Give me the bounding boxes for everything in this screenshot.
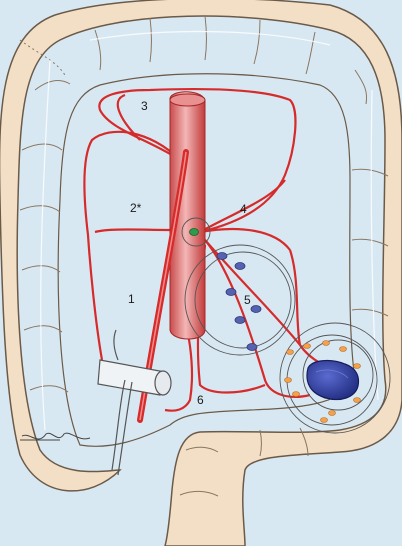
arcade-2b [116, 93, 141, 141]
artist-signature [20, 432, 91, 441]
lymph-nodes-blue [216, 252, 262, 351]
tumor [306, 359, 360, 401]
label-2: 2* [130, 201, 142, 215]
arcade-left-middle [94, 228, 181, 234]
arcade-2 [83, 130, 181, 361]
label-4: 4 [240, 202, 247, 216]
label-6: 6 [197, 393, 204, 407]
label-1: 1 [128, 292, 135, 306]
label-5: 5 [244, 293, 251, 307]
haustra-folds [19, 15, 389, 497]
taenia-line [40, 30, 379, 431]
arcade-4 [199, 179, 291, 251]
sentinel-node [189, 228, 199, 236]
label-3: 3 [141, 99, 148, 113]
arcade-5 [204, 239, 311, 398]
vein-structure [97, 329, 172, 476]
region-labels: 1 2* 3 4 5 6 [128, 99, 251, 407]
colon-inner-space [57, 73, 356, 447]
